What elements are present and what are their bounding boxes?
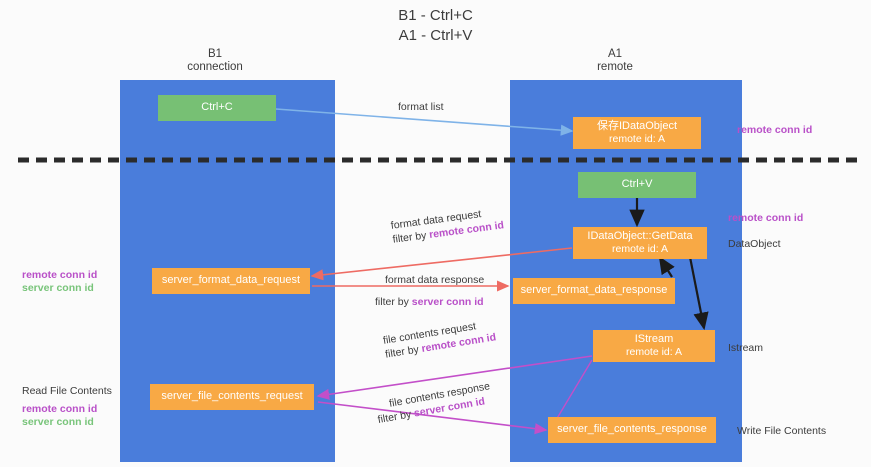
- node-server-file-contents-response[interactable]: server_file_contents_response: [548, 417, 716, 443]
- edge-label-format-list-text: format list: [398, 101, 444, 113]
- node-istream-line2: remote id: A: [625, 346, 683, 358]
- edge-label-format-list: format list: [398, 100, 444, 114]
- node-server-format-data-request-label: server_format_data_request: [161, 274, 301, 287]
- column-header-b1-role: connection: [187, 61, 243, 73]
- annotation-left-server-conn-id: server conn id: [22, 282, 94, 294]
- annotation-right-remote-conn-id-mid: remote conn id: [728, 212, 804, 224]
- edge-label-format-data-response-text: format data response: [385, 274, 485, 286]
- node-server-format-data-request[interactable]: server_format_data_request: [152, 268, 310, 294]
- node-server-file-contents-request[interactable]: server_file_contents_request: [150, 384, 314, 410]
- node-save-idataobject-line1: 保存IDataObject: [596, 119, 678, 132]
- node-idataobject-getdata[interactable]: IDataObject::GetData remote id: A: [573, 227, 707, 259]
- edge-label-format-data-response-filter: filter by server conn id: [375, 295, 484, 309]
- node-ctrl-v-label: Ctrl+V: [621, 178, 653, 191]
- node-server-format-data-response-label: server_format_data_response: [520, 284, 668, 297]
- annotation-right-write-file-contents: Write File Contents: [737, 425, 827, 437]
- node-getdata-line1: IDataObject::GetData: [587, 229, 693, 242]
- edge-label-format-data-response: format data response filter by server co…: [375, 273, 485, 309]
- annotation-left-read-file-contents: Read File Contents: [22, 385, 112, 397]
- annotation-left-server-conn-id-2: server conn id: [22, 416, 94, 428]
- column-header-a1-role: remote: [597, 61, 633, 73]
- annotation-right-istream: Istream: [728, 342, 764, 354]
- filter-prefix: filter by: [375, 296, 412, 308]
- node-server-file-contents-response-label: server_file_contents_response: [557, 423, 707, 436]
- title-line-1: B1 - Ctrl+C: [398, 7, 473, 24]
- node-save-idataobject-line2: remote id: A: [608, 133, 666, 145]
- edge-label-format-data-request: format data request filter by remote con…: [390, 204, 505, 246]
- node-istream[interactable]: IStream remote id: A: [593, 330, 715, 362]
- annotation-right-dataobject: DataObject: [728, 238, 781, 250]
- node-istream-line1: IStream: [634, 332, 674, 345]
- node-server-format-data-response[interactable]: server_format_data_response: [513, 278, 675, 304]
- annotation-left-remote-conn-id: remote conn id: [22, 269, 98, 281]
- filter-prefix: filter by: [391, 229, 430, 246]
- node-server-file-contents-request-label: server_file_contents_request: [161, 390, 303, 403]
- column-header-a1: A1 remote: [560, 48, 670, 74]
- node-save-idataobject[interactable]: 保存IDataObject remote id: A: [573, 117, 701, 149]
- annotation-left-remote-conn-id-2: remote conn id: [22, 403, 98, 415]
- node-ctrl-c-label: Ctrl+C: [201, 101, 233, 114]
- column-header-b1: B1 connection: [160, 48, 270, 74]
- title-line-2: A1 - Ctrl+V: [398, 27, 473, 44]
- column-header-a1-name: A1: [607, 48, 623, 60]
- edge-label-file-contents-response: file contents response filter by server …: [377, 379, 493, 426]
- page-title: B1 - Ctrl+C A1 - Ctrl+V: [0, 6, 871, 46]
- node-ctrl-c[interactable]: Ctrl+C: [158, 95, 276, 121]
- node-getdata-line2: remote id: A: [611, 243, 669, 255]
- filter-prefix: filter by: [376, 407, 416, 427]
- annotation-right-remote-conn-id-top: remote conn id: [737, 124, 813, 136]
- filter-key-server-conn-id: server conn id: [411, 296, 484, 308]
- node-ctrl-v[interactable]: Ctrl+V: [578, 172, 696, 198]
- edge-label-file-contents-request: file contents request filter by remote c…: [382, 316, 497, 361]
- column-header-b1-name: B1: [207, 48, 223, 60]
